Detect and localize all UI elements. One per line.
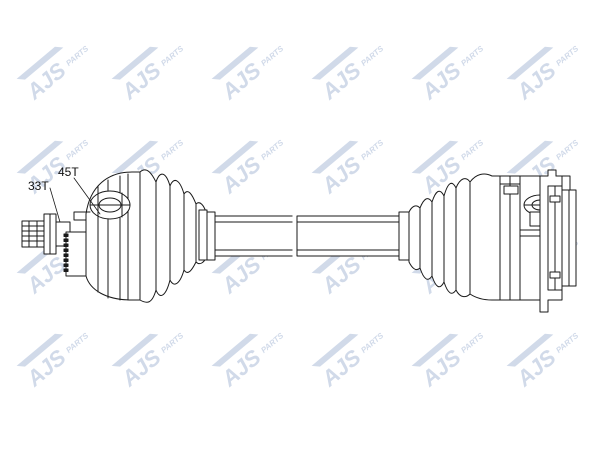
watermark-suffix: PARTS: [64, 138, 90, 162]
watermark-brand: AJS: [316, 344, 366, 392]
abs-tooth: [63, 243, 69, 247]
abs-tooth: [63, 268, 69, 272]
watermark-brand: AJS: [416, 344, 466, 392]
watermark-brand: AJS: [216, 151, 266, 199]
watermark-suffix: PARTS: [459, 138, 485, 162]
watermark-swoosh: [411, 46, 459, 80]
watermark-brand: AJS: [511, 344, 561, 392]
watermark-swoosh: [16, 140, 64, 174]
abs-tooth: [63, 253, 69, 257]
abs-tooth: [63, 233, 69, 237]
watermark-suffix: PARTS: [159, 138, 185, 162]
watermark-suffix: PARTS: [259, 44, 285, 68]
watermark-suffix: PARTS: [64, 44, 90, 68]
watermark-swoosh: [111, 333, 159, 367]
inner-cv-joint: [408, 169, 577, 313]
watermark-suffix: PARTS: [359, 331, 385, 355]
watermark-suffix: PARTS: [159, 44, 185, 68]
watermark-swoosh: [506, 46, 554, 80]
watermark-brand: AJS: [21, 57, 71, 105]
watermark-suffix: PARTS: [554, 138, 580, 162]
watermark-brand: AJS: [21, 251, 71, 299]
outer-cv-joint: [21, 169, 208, 303]
watermark-suffix: PARTS: [359, 44, 385, 68]
watermark-suffix: PARTS: [459, 331, 485, 355]
watermark-swoosh: [506, 333, 554, 367]
watermark-brand: AJS: [21, 344, 71, 392]
watermark-brand: AJS: [316, 251, 366, 299]
watermark-suffix: PARTS: [459, 44, 485, 68]
watermark-swoosh: [211, 46, 259, 80]
watermark-suffix: PARTS: [259, 331, 285, 355]
leader-lines: [49, 177, 101, 223]
watermark-brand: AJS: [216, 251, 266, 299]
watermark-suffix: PARTS: [359, 138, 385, 162]
abs-tooth: [63, 258, 69, 262]
watermark-suffix: PARTS: [554, 331, 580, 355]
watermark-swoosh: [411, 333, 459, 367]
watermark-brand: AJS: [216, 57, 266, 105]
watermark-swoosh: [311, 333, 359, 367]
watermark-swoosh: [411, 140, 459, 174]
watermark-swoosh: [211, 140, 259, 174]
abs-tooth: [63, 248, 69, 252]
flange: [539, 169, 571, 313]
watermark-suffix: PARTS: [259, 138, 285, 162]
teeth-count-outer: 33T: [28, 179, 49, 193]
watermark-swoosh: [16, 46, 64, 80]
watermark-suffix: PARTS: [554, 44, 580, 68]
watermark-swoosh: [506, 140, 554, 174]
watermark-swoosh: [311, 46, 359, 80]
flange-end-ring: [561, 189, 577, 287]
abs-tooth: [63, 238, 69, 242]
outer-cv-boot: [139, 169, 208, 303]
stub-collar: [43, 213, 57, 255]
watermark-brand: AJS: [316, 151, 366, 199]
abs-ring: [55, 221, 87, 277]
watermark-swoosh: [111, 140, 159, 174]
abs-tooth: [63, 263, 69, 267]
watermark-brand: AJS: [511, 57, 561, 105]
inner-cv-boot: [408, 173, 501, 301]
intermediate-shaft: [206, 211, 410, 261]
watermark-brand: AJS: [116, 344, 166, 392]
watermark-brand: AJS: [216, 344, 266, 392]
watermark-swoosh: [111, 46, 159, 80]
watermark-swoosh: [16, 333, 64, 367]
watermark-brand: AJS: [416, 57, 466, 105]
watermark-swoosh: [211, 333, 259, 367]
cv-bell-housing: [73, 171, 141, 301]
watermark-suffix: PARTS: [159, 331, 185, 355]
watermark-swoosh: [311, 140, 359, 174]
teeth-count-inner: 45T: [58, 165, 79, 179]
watermark-suffix: PARTS: [64, 331, 90, 355]
splined-stub-shaft: [21, 220, 45, 248]
drive-shaft-drawing: [21, 169, 577, 313]
abs-ring-teeth: [63, 233, 69, 272]
watermark-brand: AJS: [116, 57, 166, 105]
watermark-brand: AJS: [316, 57, 366, 105]
